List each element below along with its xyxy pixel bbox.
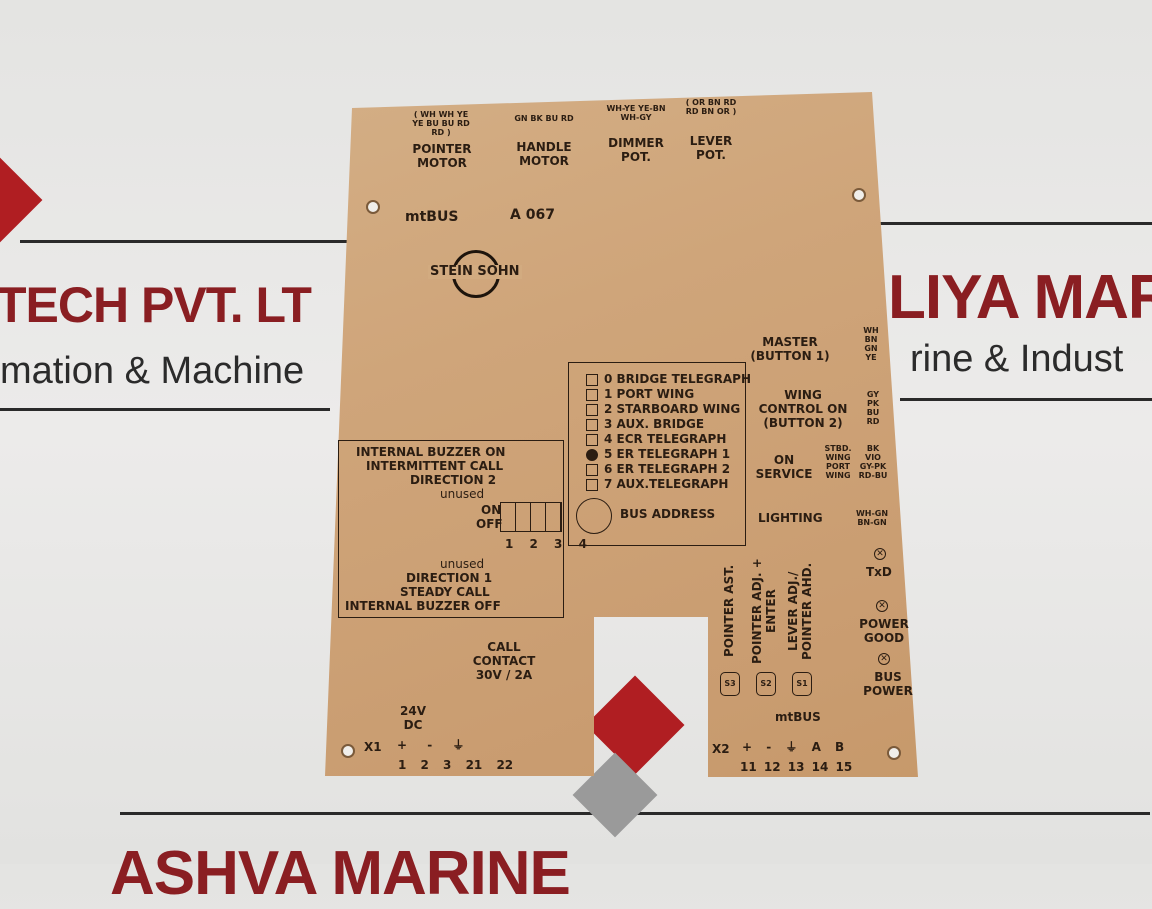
address-item-selected: 5 ER TELEGRAPH 1 — [586, 447, 730, 461]
address-item: 1 PORT WING — [586, 387, 694, 401]
mount-hole — [852, 188, 866, 202]
led-label-power-good: POWER GOOD — [859, 617, 909, 645]
x2-pins: 11 12 13 14 15 — [740, 760, 853, 774]
logo-red-chevron-left — [0, 157, 43, 243]
wire-codes: ( OR BN RD RD BN OR ) — [685, 98, 737, 116]
wires-lighting: WH-GN BN-GN — [855, 509, 889, 527]
wire-codes: GN BK BU RD — [514, 114, 574, 123]
wires-master: WH BN GN YE — [863, 326, 879, 362]
divider — [880, 222, 1152, 225]
divider — [900, 398, 1152, 401]
logo-red-chevron — [585, 675, 685, 775]
mount-hole — [366, 200, 380, 214]
supply-label: 24V DC — [400, 704, 426, 732]
right-banner-subtitle: rine & Indust — [910, 338, 1124, 380]
label-lever-pot: LEVER POT. — [689, 134, 733, 162]
wire-codes: WH-YE YE-BN WH-GY — [606, 104, 666, 122]
x1-pins: 1 2 3 21 22 — [398, 758, 514, 772]
address-item: 7 AUX.TELEGRAPH — [586, 477, 728, 491]
brand-name: STEIN SOHN — [428, 264, 522, 279]
led-icon: ✕ — [874, 548, 886, 560]
mount-hole — [341, 744, 355, 758]
dip-off: OFF — [476, 517, 503, 531]
button-s2[interactable]: S2 — [756, 672, 776, 696]
dip-label: INTERMITTENT CALL — [366, 459, 504, 473]
label-lighting: LIGHTING — [758, 511, 823, 525]
x1-symbols: + - ⏚ — [397, 738, 473, 752]
dip-label: unused — [440, 557, 485, 571]
dip-label: DIRECTION 1 — [406, 571, 493, 585]
button-label: POINTER ADJ. + ENTER — [750, 558, 778, 664]
left-banner-title: TECH PVT. LT — [0, 277, 312, 333]
left-banner-subtitle: mation & Machine — [0, 350, 305, 392]
label-on-service: ON SERVICE — [755, 453, 813, 481]
dip-numbers: 1 2 3 4 — [505, 537, 593, 551]
mount-hole — [887, 746, 901, 760]
dip-on: ON — [481, 503, 502, 517]
call-contact-label: CALL CONTACT 30V / 2A — [472, 640, 536, 682]
button-label: LEVER ADJ./ POINTER AHD. — [786, 562, 814, 660]
dip-label: STEADY CALL — [400, 585, 490, 599]
label-pointer-motor: POINTER MOTOR — [412, 142, 472, 170]
dip-label: INTERNAL BUZZER ON — [356, 445, 506, 459]
dip-label: INTERNAL BUZZER OFF — [345, 599, 501, 613]
x2-label: X2 — [712, 742, 730, 756]
dip-switch-panel — [338, 440, 564, 618]
model-number: A 067 — [510, 207, 555, 223]
button-s1[interactable]: S1 — [792, 672, 812, 696]
wires-wing-control: GY PK BU RD — [866, 390, 880, 426]
button-label: POINTER AST. — [722, 564, 736, 658]
button-s3[interactable]: S3 — [720, 672, 740, 696]
divider — [20, 240, 350, 243]
bus-address-title: BUS ADDRESS — [620, 507, 716, 521]
led-icon: ✕ — [878, 653, 890, 665]
bus-address-panel — [568, 362, 746, 546]
bottom-banner: ASHVA MARINE — [110, 839, 571, 908]
label-wing-control: WING CONTROL ON (BUTTON 2) — [758, 388, 848, 430]
led-icon: ✕ — [876, 600, 888, 612]
wires-on-service: BK VIO GY-PK RD-BU — [858, 444, 888, 480]
address-item: 2 STARBOARD WING — [586, 402, 740, 416]
label-master: MASTER (BUTTON 1) — [750, 335, 830, 363]
label-handle-motor: HANDLE MOTOR — [516, 140, 572, 168]
x2-bus-label: mtBUS — [775, 710, 821, 724]
label-dimmer-pot: DIMMER POT. — [608, 136, 664, 164]
wire-codes: ( WH WH YE YE BU BU RD RD ) — [412, 110, 470, 137]
right-banner-title: LIYA MAR — [888, 263, 1152, 332]
address-item: 6 ER TELEGRAPH 2 — [586, 462, 730, 476]
rotary-switch-icon — [576, 498, 612, 534]
address-item: 4 ECR TELEGRAPH — [586, 432, 726, 446]
divider — [0, 408, 330, 411]
dip-label: unused — [440, 487, 485, 501]
address-item: 0 BRIDGE TELEGRAPH — [586, 372, 751, 386]
address-item: 3 AUX. BRIDGE — [586, 417, 704, 431]
model-prefix: mtBUS — [405, 209, 459, 225]
dip-switch[interactable] — [500, 502, 562, 532]
on-service-sub: STBD. WING PORT WING — [824, 444, 852, 480]
dip-label: DIRECTION 2 — [410, 473, 497, 487]
x2-symbols: + - ⏚ A B — [742, 740, 845, 754]
x1-label: X1 — [364, 740, 382, 754]
led-label-txd: TxD — [866, 565, 892, 579]
led-label-bus-power: BUS POWER — [863, 670, 913, 698]
